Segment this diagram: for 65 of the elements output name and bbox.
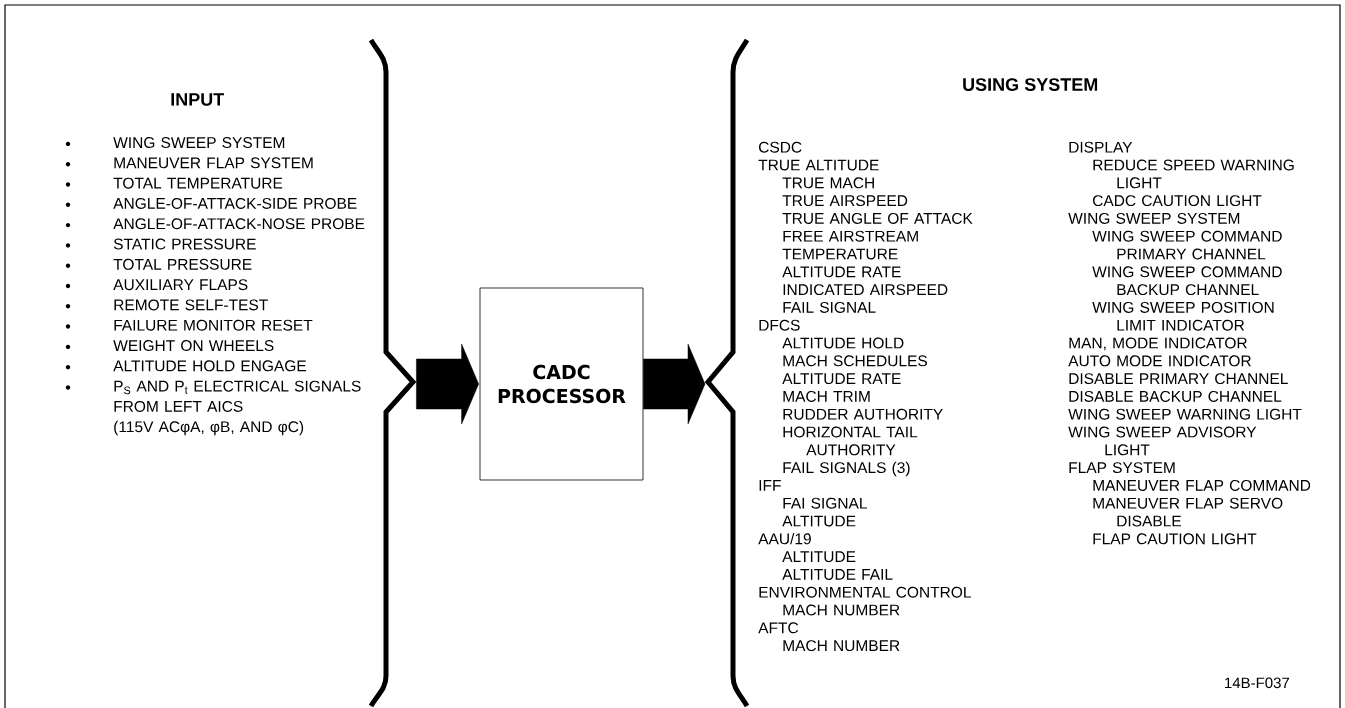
list-item: WING SWEEP WARNING LIGHT <box>1068 408 1302 420</box>
list-item: WING SWEEP SYSTEM <box>113 137 285 149</box>
list-item: FAIL SIGNAL <box>783 301 876 313</box>
list-item: FREE AIRSTREAM <box>783 230 918 242</box>
list-item: MACH TRIM <box>783 390 870 402</box>
list-item: MACH SCHEDULES <box>783 355 927 367</box>
list-item: ALTITUDE FAIL <box>782 569 893 580</box>
list-item: DFCS <box>759 319 800 331</box>
list-item: ALTITUDE HOLD <box>782 337 904 349</box>
list-item: WING SWEEP COMMAND PRIMARY CHANNEL <box>1092 230 1282 260</box>
list-item: TOTAL PRESSURE <box>113 258 252 270</box>
list-item: AAU/19 <box>758 532 811 545</box>
list-item: CSDC <box>759 141 802 153</box>
list-item: FAI SIGNAL <box>783 497 867 509</box>
list-item: DISPLAY <box>1069 141 1133 153</box>
list-item: WING SWEEP COMMAND BACKUP CHANNEL <box>1092 266 1282 296</box>
list-item: CADC CAUTION LIGHT <box>1093 195 1262 207</box>
list-item: MANEUVER FLAP SERVO DISABLE <box>1093 497 1283 527</box>
list-item: MACH NUMBER <box>783 604 900 616</box>
heading: USING SYSTEM <box>963 78 1098 91</box>
list-item: WING SWEEP SYSTEM <box>1068 212 1240 224</box>
list-item: AFTC <box>758 622 799 634</box>
list-item: ENVIRONMENTAL CONTROL <box>759 586 971 598</box>
list-item: FAILURE MONITOR RESET <box>114 319 313 331</box>
heading: INPUT <box>171 93 224 106</box>
list-item: MANEUVER FLAP COMMAND <box>1093 479 1311 491</box>
list-item: ALTITUDE <box>782 551 856 563</box>
list-item: ANGLE-OF-ATTACK-SIDE PROBE <box>113 197 357 209</box>
block-arrow <box>416 343 479 425</box>
list-item: TRUE ALTITUDE <box>758 159 879 171</box>
list-item: FAIL SIGNALS (3) <box>783 461 910 477</box>
list-item: MANEUVER FLAP SYSTEM <box>114 157 313 169</box>
list-item: REMOTE SELF-TEST <box>114 299 268 311</box>
list-item: TRUE AIRSPEED <box>782 195 908 207</box>
list-item: TOTAL TEMPERATURE <box>113 177 283 189</box>
list-item: MACH NUMBER <box>783 640 900 652</box>
list-item: AUXILIARY FLAPS <box>113 279 248 291</box>
list-item: ALTITUDE <box>782 515 856 527</box>
list-item: WEIGHT ON WHEELS <box>113 340 274 352</box>
list-item: WING SWEEP POSITION LIMIT INDICATOR <box>1092 301 1274 331</box>
list-item: MAN, MODE INDICATOR <box>1069 337 1247 351</box>
list-item: ALTITUDE RATE <box>782 373 901 385</box>
list-item: FLAP CAUTION LIGHT <box>1093 533 1257 545</box>
list-item: DISABLE BACKUP CHANNEL <box>1069 390 1282 402</box>
list-item: DISABLE PRIMARY CHANNEL <box>1069 373 1288 385</box>
figure-number: 14B-F037 <box>1225 677 1290 689</box>
list-item: P$_{S}$ AND P$_{t}$ ELECTRICAL SIGNALS FROM LEFT AICS <box>114 380 361 412</box>
list-item: ALTITUDE HOLD ENGAGE <box>113 360 307 372</box>
list-item: WING SWEEP ADVISORY LIGHT <box>1068 426 1257 456</box>
list-item: HORIZONTAL TAIL AUTHORITY <box>783 426 918 456</box>
list-item: RUDDER AUTHORITY <box>783 408 943 420</box>
list-item: TEMPERATURE <box>782 248 898 260</box>
list-item: (115V ACφA, φB, AND φC) <box>114 420 304 436</box>
list-item: IFF <box>759 480 781 491</box>
process-box: CADC PROCESSOR <box>479 287 644 481</box>
block-arrow <box>643 343 706 425</box>
list-item: ANGLE-OF-ATTACK-NOSE PROBE <box>113 218 365 230</box>
list-item: REDUCE SPEED WARNING LIGHT <box>1093 159 1294 189</box>
list-item: AUTO MODE INDICATOR <box>1068 355 1251 367</box>
list-item: TRUE ANGLE OF ATTACK <box>782 212 973 224</box>
list-item: ALTITUDE RATE <box>782 266 901 278</box>
list-item: FLAP SYSTEM <box>1069 462 1175 474</box>
list-item: STATIC PRESSURE <box>113 238 256 250</box>
list-item: INDICATED AIRSPEED <box>783 284 948 296</box>
list-item: TRUE MACH <box>782 177 874 189</box>
